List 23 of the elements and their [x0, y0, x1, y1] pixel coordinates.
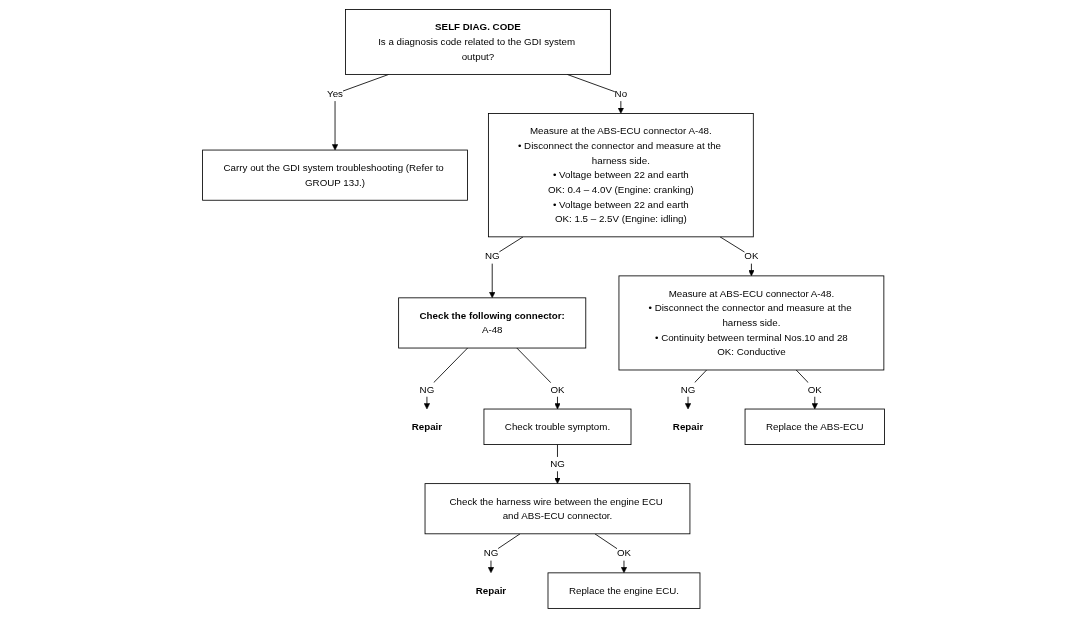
edge-label: OK: [550, 383, 565, 395]
edge-label: OK: [617, 547, 632, 559]
node-box: Check the following connector: A-48: [398, 297, 587, 349]
edge-label: NG: [485, 250, 500, 262]
node-box: Measure at the ABS-ECU connector A-48. • Disconnect the connector and measure at the harness side. • Voltage between 22 and earth OK: 0.4 – 4.0V (Engine: cranking) • Voltage between 22 and earth OK: 1.5 – 2.5V (Engine: idling): [488, 113, 755, 238]
edge-label: OK: [744, 250, 759, 262]
node-box: Measure at ABS-ECU connector A-48. • Disconnect the connector and measure at the harness side. • Continuity between terminal Nos.10 and 28 OK: Conductive: [618, 275, 885, 371]
edge-label: OK: [808, 383, 823, 395]
node-box: SELF DIAG. CODE Is a diagnosis code related to the GDI system output?: [345, 9, 612, 75]
node-box: Replace the ABS-ECU: [745, 408, 886, 445]
edge-label: Yes: [327, 88, 344, 100]
node-text: Repair: [673, 420, 704, 433]
node-text: Repair: [412, 420, 443, 433]
edge-label: No: [615, 88, 628, 100]
node-box: Carry out the GDI system troubleshooting (Refer to GROUP 13J.): [202, 149, 469, 201]
node-box: Check trouble symptom.: [483, 408, 632, 445]
edge-label: NG: [484, 547, 499, 559]
edge-label: NG: [550, 458, 566, 470]
edge-label: NG: [681, 383, 696, 395]
node-text: Repair: [476, 584, 507, 596]
edge-label: NG: [420, 383, 435, 395]
node-box: Check the harness wire between the engine ECU and ABS-ECU connector.: [425, 483, 691, 535]
node-box: Replace the engine ECU.: [548, 572, 701, 609]
